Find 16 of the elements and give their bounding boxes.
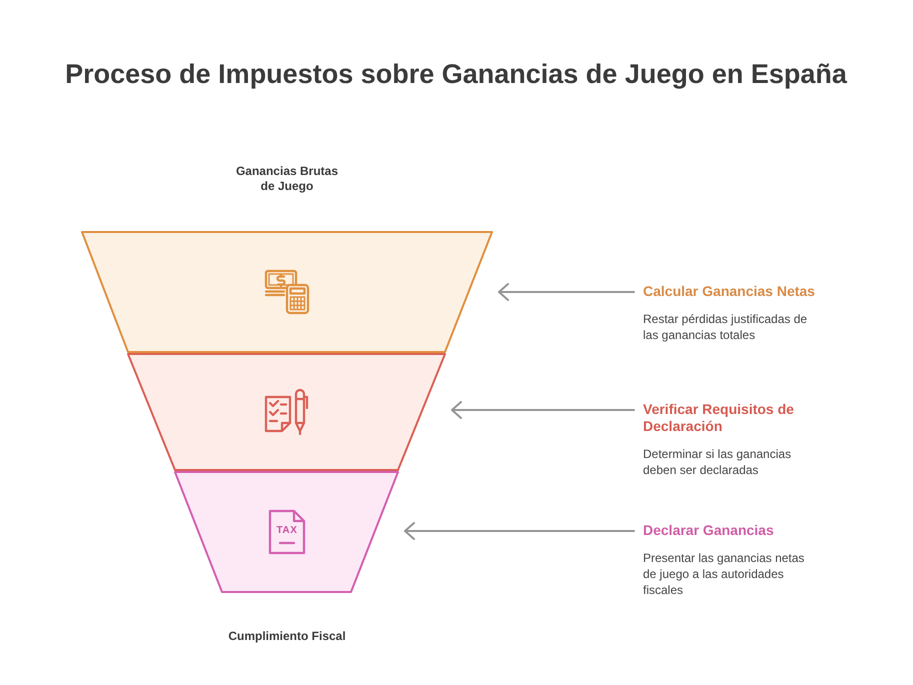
step-description: Presentar las ganancias netas de juego a las autoridades fiscales	[643, 550, 806, 598]
funnel-label: Cumplimiento Fiscal	[228, 629, 346, 644]
funnel-label: Ganancias Brutas de Juego	[234, 164, 340, 194]
step-description: Restar pérdidas justificadas de las ganancias totales	[643, 311, 808, 343]
icon-text: TAX	[276, 525, 298, 537]
step-heading: Verificar Requisitos de Declaración	[643, 401, 795, 435]
funnel-segment	[174, 471, 399, 593]
title: Proceso de Impuestos sobre Ganancias de Juego en España	[65, 58, 847, 90]
funnel-segment	[81, 231, 493, 353]
step-heading: Declarar Ganancias	[643, 522, 775, 539]
step-heading: Calcular Ganancias Netas	[643, 283, 815, 300]
step-description: Determinar si las ganancias deben ser declaradas	[643, 446, 792, 478]
arrow	[451, 401, 635, 419]
funnel-segment	[127, 353, 446, 471]
arrow	[404, 522, 635, 540]
arrow	[498, 283, 635, 301]
